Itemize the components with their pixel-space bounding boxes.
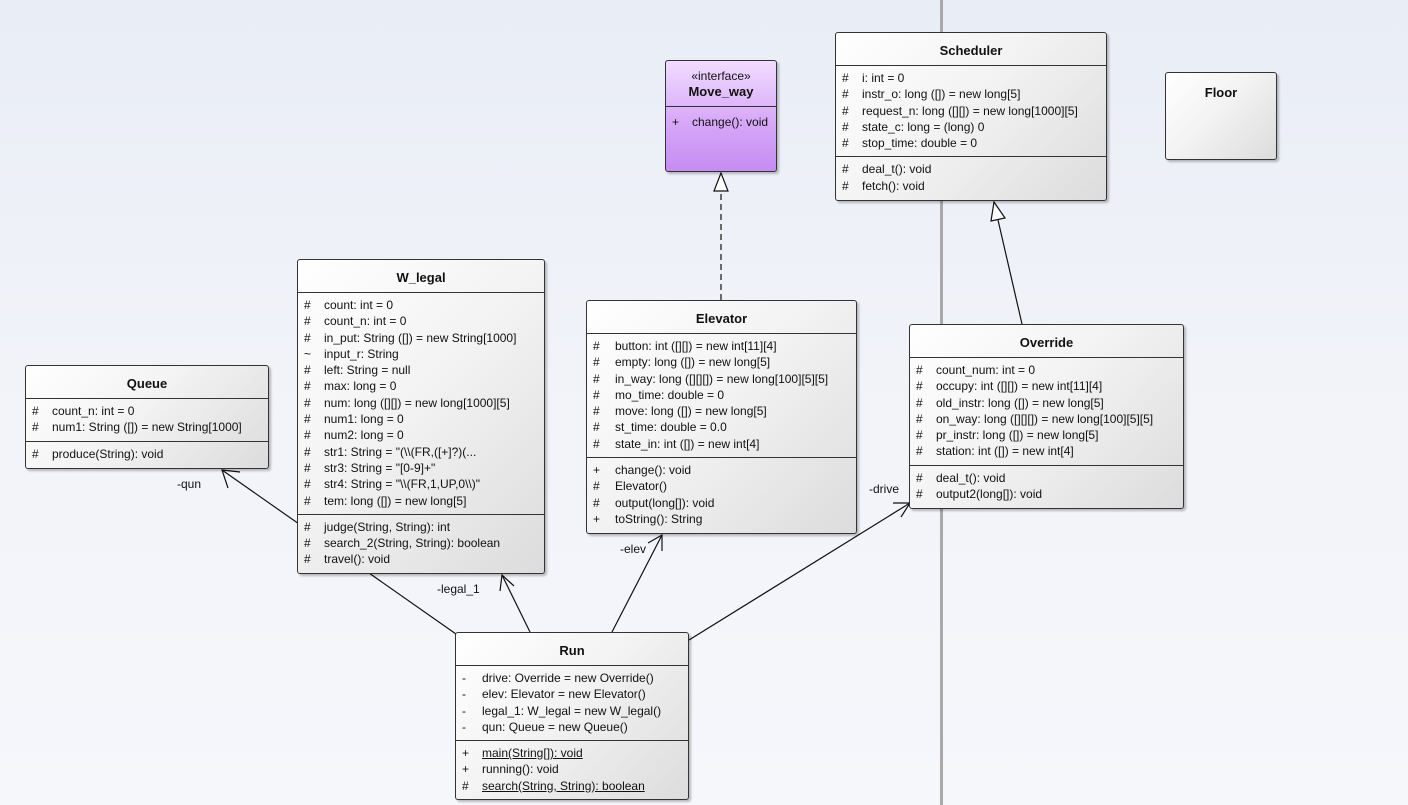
attribute-row: #stop_time: double = 0 [842,136,978,151]
operation-row: #travel(): void [304,552,391,567]
operation-row: #fetch(): void [842,178,925,193]
attribute-row: #request_n: long ([][]) = new long[1000]… [842,103,1078,118]
association-run-override [688,502,911,641]
generalization-override-scheduler [997,219,1023,325]
generalization-arrowhead [990,200,1007,222]
class-floor[interactable]: Floor [1165,72,1277,160]
operation-row: +toString(): String [593,511,703,526]
attribute-row: #str4: String = "\\(FR,1,UP,0\\)" [304,477,481,492]
attribute-row: #tem: long ([]) = new long[5] [304,493,467,508]
attribute-row: #str1: String = "(\\(FR,([+]?)(... [304,444,477,459]
class-name: Override [1019,335,1074,350]
attribute-row: #button: int ([][]) = new int[11][4] [593,339,777,353]
attribute-row: #state_in: int ([]) = new int[4] [593,436,760,451]
attribute-row: #old_instr: long ([]) = new long[5] [916,395,1104,410]
attribute-row: #on_way: long ([][][]) = new long[100][5… [916,411,1154,426]
operation-row: #Elevator() [593,479,668,494]
attribute-row: #i: int = 0 [842,71,905,85]
class-name: W_legal [396,270,446,285]
operation-row: #output(long[]): void [593,495,715,510]
class-scheduler[interactable]: Scheduler #i: int = 0 #instr_o: long ([]… [835,32,1107,201]
attribute-row: -elev: Elevator = new Elevator() [462,687,646,702]
class-elevator[interactable]: Elevator #button: int ([][]) = new int[1… [586,300,857,534]
attribute-row: -qun: Queue = new Queue() [462,719,628,734]
association-arrowhead-queue [221,469,241,489]
operation-row: +main(String[]): void [462,746,583,761]
attribute-row: #occupy: int ([][]) = new int[11][4] [916,379,1103,394]
attribute-row: #in_put: String ([]) = new String[1000] [304,330,517,345]
operation-row: +running(): void [462,762,559,777]
class-name: Run [559,643,585,658]
operation-row: #judge(String, String): int [304,519,451,534]
operation-row: +change(): void [593,463,692,478]
attribute-row: #count: int = 0 [304,298,394,312]
attribute-row: #num1: String ([]) = new String[1000] [32,420,242,435]
role-label-elev: -elev [620,542,647,556]
attribute-row: #pr_instr: long ([]) = new long[5] [916,428,1099,443]
association-arrowhead-elevator [647,533,663,551]
class-name: Scheduler [939,43,1003,58]
role-label-qun: -qun [177,477,202,491]
association-arrowhead-w-legal [499,573,515,592]
attribute-row: #count_n: int = 0 [32,404,135,418]
attribute-row: #in_way: long ([][][]) = new long[100][5… [593,371,829,386]
class-run[interactable]: Run -drive: Override = new Override() -e… [455,632,689,800]
role-label-legal-1: -legal_1 [437,582,480,596]
class-name: Floor [1204,85,1238,100]
attribute-row: -drive: Override = new Override() [462,671,654,685]
attribute-row: #count_n: int = 0 [304,314,407,329]
class-name: Queue [126,376,168,391]
attribute-row: #station: int ([]) = new int[4] [916,444,1074,459]
class-override[interactable]: Override #count_num: int = 0 #occupy: in… [909,324,1184,509]
operation-row: #deal_t(): void [916,470,1006,485]
attribute-row: #str3: String = "[0-9]+" [304,460,436,475]
attribute-row: #count_num: int = 0 [916,363,1036,377]
operation-row: #output2(long[]): void [916,487,1043,502]
attribute-row: #instr_o: long ([]) = new long[5] [842,87,1021,102]
class-w-legal[interactable]: W_legal #count: int = 0 #count_n: int = … [297,259,545,574]
operation-row: +change(): void [672,115,769,129]
class-queue[interactable]: Queue #count_n: int = 0 #num1: String ([… [25,365,269,469]
attribute-row: #num: long ([][]) = new long[1000][5] [304,395,510,410]
attribute-row: #num1: long = 0 [304,412,404,427]
association-run-w-legal [501,574,531,633]
attribute-row: #empty: long ([]) = new long[5] [593,355,771,370]
attribute-row: -legal_1: W_legal = new W_legal() [462,703,662,718]
class-name: Move_way [688,84,754,99]
operation-row: #produce(String): void [32,446,164,461]
attribute-row: #num2: long = 0 [304,428,404,443]
attribute-row: #st_time: double = 0.0 [593,420,727,435]
operation-row: #search(String, String): boolean [462,778,645,793]
attribute-row: ~input_r: String [304,346,399,361]
attribute-row: #left: String = null [304,363,411,378]
operation-row: #deal_t(): void [842,162,932,177]
class-name: Elevator [695,311,748,326]
attribute-row: #move: long ([]) = new long[5] [593,404,767,419]
realization-arrowhead [713,171,729,192]
role-label-drive: -drive [869,482,900,496]
class-move-way[interactable]: «interface» Move_way +change(): void [665,60,777,172]
attribute-row: #state_c: long = (long) 0 [842,119,985,134]
attribute-row: #max: long = 0 [304,379,397,394]
operation-row: #search_2(String, String): boolean [304,536,501,551]
attribute-row: #mo_time: double = 0 [593,387,725,402]
association-run-elevator [611,534,663,633]
stereotype-label: «interface» [691,69,751,83]
